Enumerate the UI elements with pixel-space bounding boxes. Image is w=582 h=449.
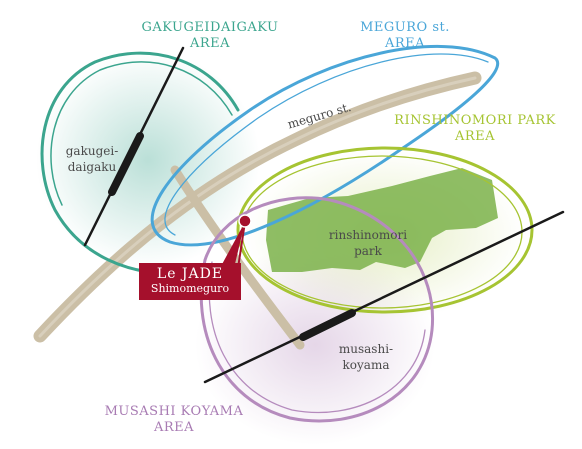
property-label[interactable]: Le JADE Shimomeguro (139, 263, 241, 300)
gakugei-area-label: GAKUGEIDAIGAKU AREA (141, 20, 279, 51)
park-label: rinshinomori park (328, 228, 408, 258)
meguro-street-road (33, 71, 482, 343)
park-shape (266, 168, 498, 272)
rinshinomori-area-label: RINSHINOMORI PARK AREA (394, 113, 556, 144)
property-location: Shimomeguro (150, 282, 230, 295)
meguro-area-label: MEGURO st. AREA (360, 20, 450, 51)
gakugei-station-label: gakugei- daigaku (65, 144, 119, 174)
musashi-rail-line (203, 210, 565, 384)
property-name: Le JADE (156, 266, 224, 282)
musashi-area-label: MUSASHI KOYAMA AREA (104, 404, 244, 435)
musashi-station-label: musashi- koyama (338, 342, 394, 372)
location-marker[interactable] (220, 214, 252, 269)
musashi-area-circle (199, 196, 435, 423)
meguro-area-ellipse (150, 44, 500, 247)
gakugei-rail-line (83, 46, 185, 247)
